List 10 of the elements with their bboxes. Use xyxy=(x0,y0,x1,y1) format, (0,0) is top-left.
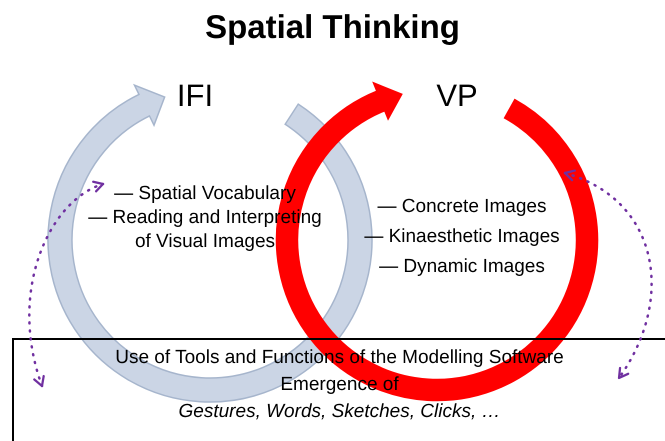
text-box xyxy=(12,338,665,441)
dotted-arrow xyxy=(28,182,104,388)
list-item: — Kinaesthetic Images xyxy=(363,225,561,249)
cycle-label: VP xyxy=(435,78,479,114)
diagram-title: Spatial Thinking xyxy=(204,8,461,46)
list-item: — Dynamic Images xyxy=(378,255,546,279)
list-item: — Concrete Images xyxy=(376,195,548,219)
text-line: Gestures, Words, Sketches, Clicks, … xyxy=(177,400,502,424)
cycle-label: IFI xyxy=(176,78,214,114)
dotted-arrow xyxy=(564,170,653,380)
